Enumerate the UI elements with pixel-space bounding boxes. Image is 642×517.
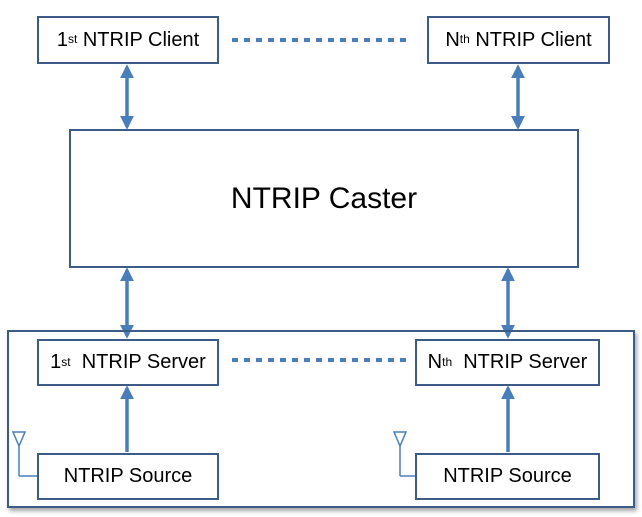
source-label: NTRIP Source xyxy=(63,465,193,487)
client-label: NTRIP Client xyxy=(77,28,200,51)
client-ordinal: 1 xyxy=(56,28,68,51)
source-label: NTRIP Source xyxy=(443,465,572,487)
antenna-icon xyxy=(11,431,37,477)
ntrip-caster-box: NTRIP Caster xyxy=(69,129,579,268)
server-ordinal: 1 xyxy=(50,351,62,373)
client-ordinal-suffix: st xyxy=(67,32,78,46)
first-ntrip-source-box: NTRIP Source xyxy=(37,453,219,500)
server-ordinal: N xyxy=(427,351,443,373)
server-ordinal-suffix: st xyxy=(61,354,71,369)
server-ordinal-suffix: th xyxy=(442,354,453,369)
server-label: NTRIP Server xyxy=(70,351,206,373)
nth-ntrip-source-box: NTRIP Source xyxy=(415,453,600,500)
antenna-icon xyxy=(392,431,417,477)
caster-label: NTRIP Caster xyxy=(230,181,418,215)
client-ordinal-suffix: th xyxy=(459,32,470,46)
server-group-frame xyxy=(7,330,635,508)
client-ordinal: N xyxy=(445,28,460,51)
server-label: NTRIP Server xyxy=(452,351,588,373)
client-label: NTRIP Client xyxy=(469,28,592,51)
